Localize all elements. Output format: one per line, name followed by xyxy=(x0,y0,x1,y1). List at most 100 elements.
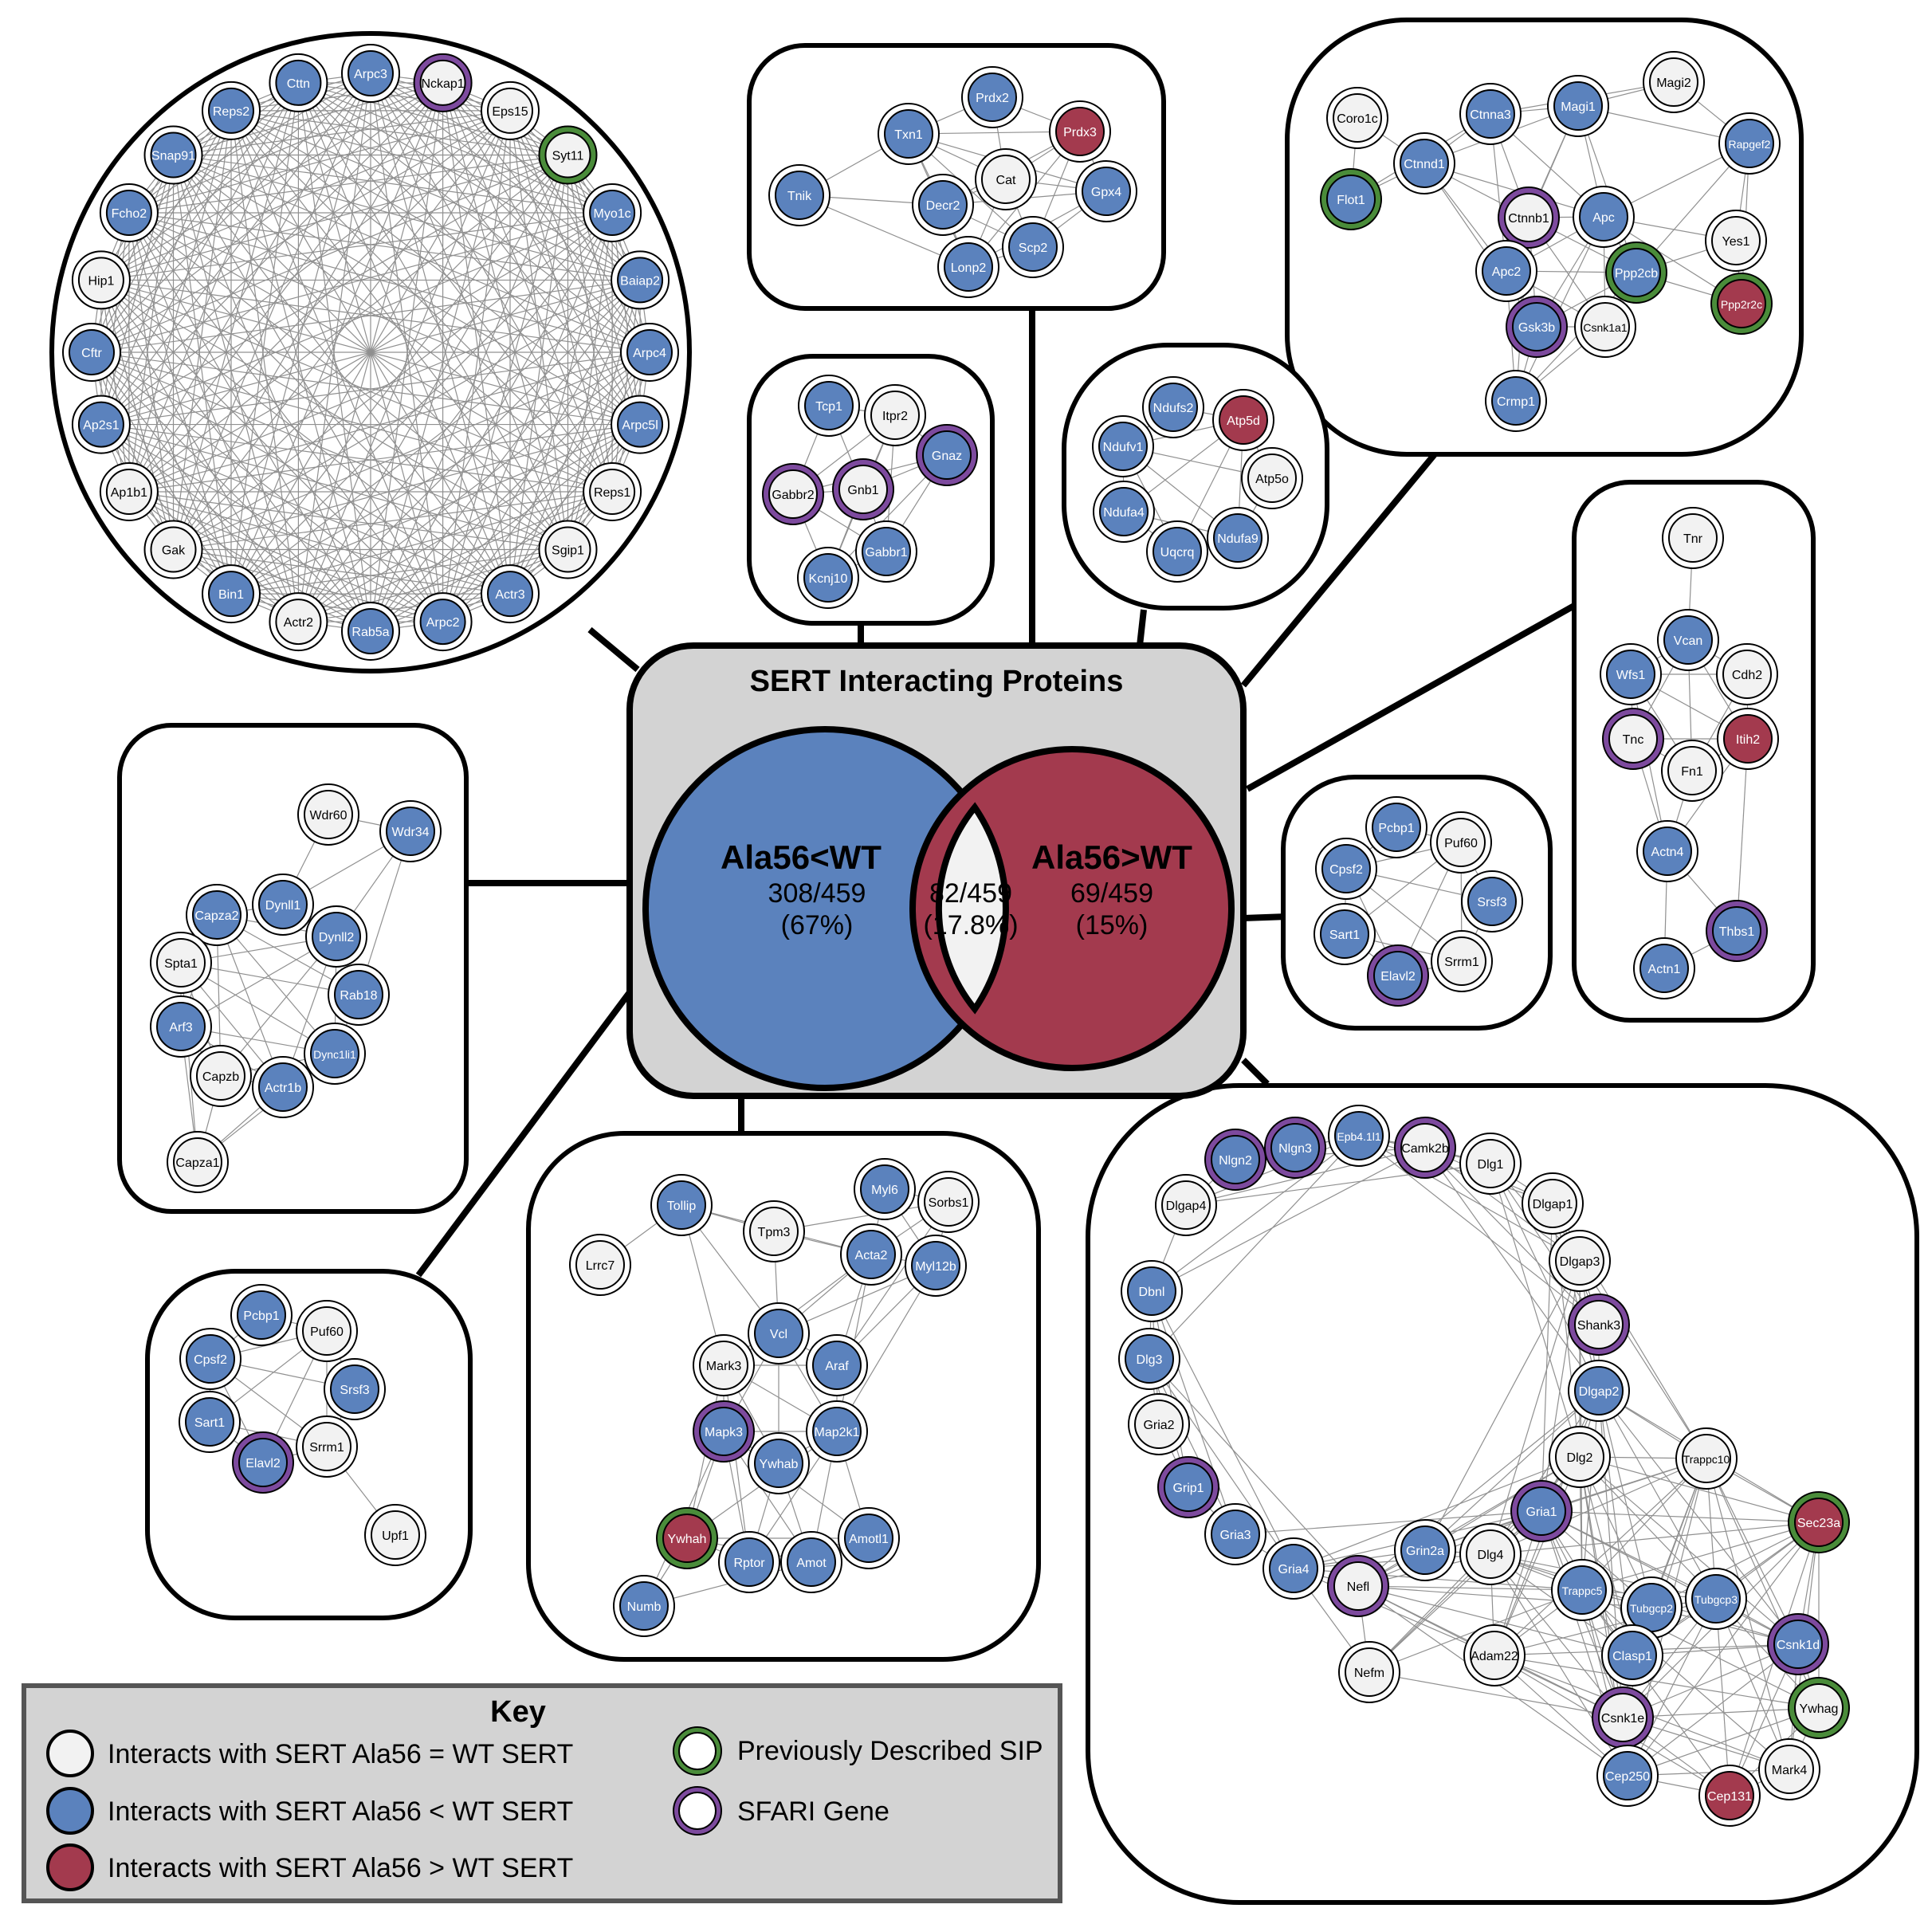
network-edge xyxy=(128,423,641,493)
protein-node-tnik: Tnik xyxy=(768,164,831,226)
network-edge xyxy=(1627,1643,1799,1777)
protein-node-label: Puf60 xyxy=(310,1325,344,1339)
network-edge xyxy=(297,110,511,622)
protein-node-label: Thbs1 xyxy=(1719,925,1755,939)
network-edge xyxy=(100,424,232,595)
protein-node-label: Cep250 xyxy=(1605,1770,1650,1784)
network-edge xyxy=(836,1201,949,1366)
network-edge xyxy=(1424,1147,1600,1325)
protein-node-label: Cpsf2 xyxy=(194,1353,227,1367)
network-edge xyxy=(100,82,299,425)
protein-node-label: Dync1li1 xyxy=(313,1048,356,1061)
network-edge xyxy=(128,491,299,622)
protein-node-dynll1: Dynll1 xyxy=(252,874,314,936)
protein-node-label: Adam22 xyxy=(1471,1650,1518,1663)
protein-node-label: Cat xyxy=(996,174,1016,187)
venn-right-label: Ala56>WT xyxy=(1031,838,1192,876)
protein-node-bin1: Bin1 xyxy=(202,564,261,624)
protein-node-nlgn2: Nlgn2 xyxy=(1204,1129,1266,1191)
protein-node-label: Tnc xyxy=(1623,733,1644,747)
network-edge xyxy=(1293,1456,1581,1569)
network-edge xyxy=(128,212,650,353)
protein-node-myl6: Myl6 xyxy=(854,1158,916,1220)
protein-node-nefl: Nefl xyxy=(1327,1555,1389,1617)
network-edge xyxy=(1151,1290,1294,1569)
key-item-eq: Interacts with SERT Ala56 = WT SERT xyxy=(108,1739,573,1769)
protein-node-label: Arpc5l xyxy=(622,419,658,433)
network-edge xyxy=(230,110,650,353)
network-edge xyxy=(567,155,613,493)
network-edge xyxy=(1494,1655,1820,1709)
network-edge xyxy=(1490,1390,1600,1555)
network-edge xyxy=(298,593,511,622)
protein-node-label: Magi1 xyxy=(1561,100,1596,114)
protein-node-ywhag: Ywhag xyxy=(1788,1677,1850,1739)
network-edge xyxy=(128,212,641,426)
network-edge xyxy=(1541,1510,1820,1523)
network-edge xyxy=(1490,1260,1581,1555)
protein-node-label: Dbnl xyxy=(1139,1286,1165,1299)
network-edge xyxy=(1151,1135,1360,1292)
network-edge xyxy=(128,155,568,493)
network-edge xyxy=(173,154,650,353)
protein-node-label: Itih2 xyxy=(1736,733,1760,747)
protein-node-sec23a: Sec23a xyxy=(1788,1491,1850,1553)
network-edge xyxy=(230,73,371,595)
protein-node-trappc5: Trappc5 xyxy=(1551,1559,1613,1621)
protein-node-label: Srsf3 xyxy=(340,1384,369,1397)
protein-node-rapgef2: Rapgef2 xyxy=(1718,112,1781,175)
network-edge xyxy=(128,155,175,493)
network-edge xyxy=(230,155,568,595)
protein-node-label: Cftr xyxy=(81,347,102,360)
protein-node-label: Gria4 xyxy=(1278,1563,1309,1576)
protein-node-apc: Apc xyxy=(1573,186,1635,248)
network-edge xyxy=(370,73,511,595)
protein-node-numb: Numb xyxy=(613,1575,675,1637)
key-item-less: Interacts with SERT Ala56 < WT SERT xyxy=(108,1796,573,1827)
protein-node-dlgap3: Dlgap3 xyxy=(1549,1230,1611,1292)
network-edge xyxy=(1490,1521,1820,1555)
network-edge xyxy=(1579,1456,1717,1600)
venn-panel: SERT Interacting Proteins Ala56<WT 308/4… xyxy=(626,642,1247,1099)
network-edge xyxy=(91,279,641,353)
protein-node-spta1: Spta1 xyxy=(150,932,212,994)
network-edge xyxy=(1627,1598,1717,1777)
network-edge xyxy=(91,351,613,493)
protein-node-araf: Araf xyxy=(806,1334,868,1396)
protein-node-label: Tcp1 xyxy=(815,400,842,414)
protein-node-label: Uqcrq xyxy=(1160,546,1195,560)
protein-node-capzb: Capzb xyxy=(190,1045,252,1107)
protein-node-gpx4: Gpx4 xyxy=(1075,160,1137,222)
network-edge xyxy=(172,82,299,550)
protein-node-nckap1: Nckap1 xyxy=(413,53,473,112)
protein-node-label: Amot xyxy=(796,1557,827,1570)
network-edge xyxy=(173,110,511,550)
key-greater-swatch xyxy=(46,1843,94,1891)
protein-node-cdh2: Cdh2 xyxy=(1716,643,1778,705)
protein-node-label: Cttn xyxy=(287,77,310,91)
protein-node-tpm3: Tpm3 xyxy=(743,1200,805,1262)
protein-node-label: Srrm1 xyxy=(1444,956,1479,969)
network-edge xyxy=(611,280,641,493)
protein-node-label: Clasp1 xyxy=(1612,1650,1652,1663)
protein-node-baiap2: Baiap2 xyxy=(611,250,670,310)
protein-node-label: Tnik xyxy=(787,190,812,203)
key-item-greater: Interacts with SERT Ala56 > WT SERT xyxy=(108,1853,573,1883)
protein-node-fn1: Fn1 xyxy=(1661,740,1723,802)
protein-node-dynll2: Dynll2 xyxy=(305,905,367,968)
network-edge xyxy=(567,212,613,550)
protein-node-label: Rptor xyxy=(733,1557,765,1570)
network-edge xyxy=(370,73,613,493)
network-edge xyxy=(100,155,175,425)
protein-node-myl12b: Myl12b xyxy=(905,1235,967,1297)
network-edge xyxy=(172,73,371,550)
network-edge xyxy=(100,351,650,426)
network-edge xyxy=(100,423,613,493)
protein-node-pcbp1: Pcbp1 xyxy=(1365,796,1427,858)
protein-node-txn1: Txn1 xyxy=(878,103,940,165)
protein-node-lonp2: Lonp2 xyxy=(937,236,999,298)
protein-node-label: Reps1 xyxy=(594,486,630,500)
network-edge xyxy=(1736,738,1749,932)
protein-node-wfs1: Wfs1 xyxy=(1600,643,1662,705)
